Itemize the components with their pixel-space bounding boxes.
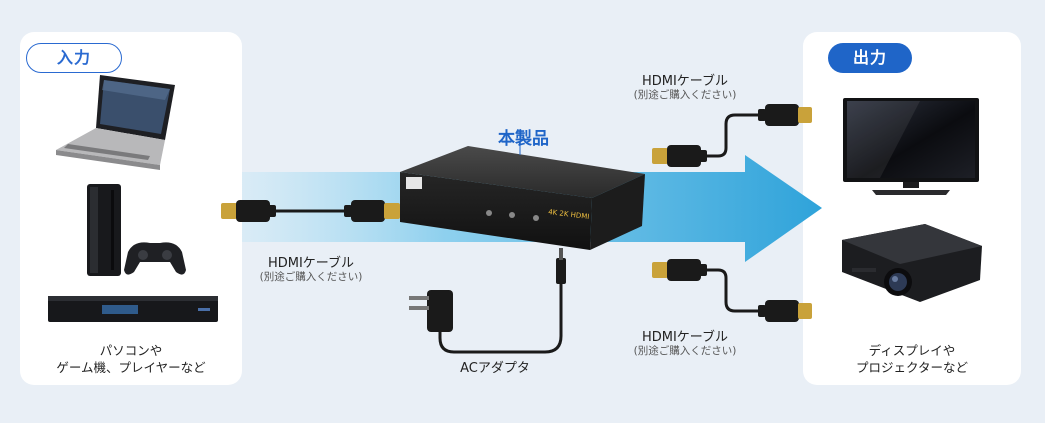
cable-input-note: (別途ご購入ください) (259, 271, 363, 283)
input-caption-line1: パソコンや (99, 343, 163, 358)
output-caption-line2: プロジェクターなど (855, 360, 968, 375)
cable-output-top-title: HDMIケーブル (641, 74, 729, 89)
hdmi-splitter-product: 4K 2K HDMI (400, 146, 645, 250)
input-title-badge: 入力 (26, 43, 122, 73)
hdmi-cable-output-bottom (652, 259, 812, 322)
hdmi-plug-icon (758, 104, 812, 126)
output-caption-line1: ディスプレイや (868, 343, 956, 358)
output-panel (803, 32, 1021, 385)
ac-adapter-icon (409, 290, 453, 332)
input-caption-line2: ゲーム機、プレイヤーなど (56, 360, 206, 375)
hdmi-plug-icon (221, 200, 276, 222)
bluray-player-icon (48, 296, 218, 322)
hdmi-cable-input (221, 200, 400, 222)
ac-adapter-label: ACアダプタ (460, 361, 530, 376)
cable-output-top-note: (別途ご購入ください) (633, 89, 737, 101)
output-caption: ディスプレイや プロジェクターなど (803, 342, 1021, 376)
hdmi-plug-icon (344, 200, 400, 222)
laptop-icon (56, 75, 175, 170)
hdmi-cable-output-top (652, 104, 812, 167)
input-caption: パソコンや ゲーム機、プレイヤーなど (20, 342, 242, 376)
ac-adapter-cable (438, 248, 566, 354)
cable-output-bottom-title: HDMIケーブル (641, 330, 729, 345)
hdmi-plug-icon (652, 145, 707, 167)
product-label: 本製品 (498, 129, 549, 149)
cable-output-bottom-note: (別途ご購入ください) (633, 345, 737, 357)
gamepad-icon (124, 242, 186, 275)
hdmi-plug-icon (758, 300, 812, 322)
output-title-badge: 出力 (828, 43, 912, 73)
game-console-icon (87, 184, 121, 276)
hdmi-plug-icon (652, 259, 707, 281)
tv-icon (843, 98, 979, 195)
cable-input-title: HDMIケーブル (267, 256, 355, 271)
projector-icon (842, 224, 982, 302)
